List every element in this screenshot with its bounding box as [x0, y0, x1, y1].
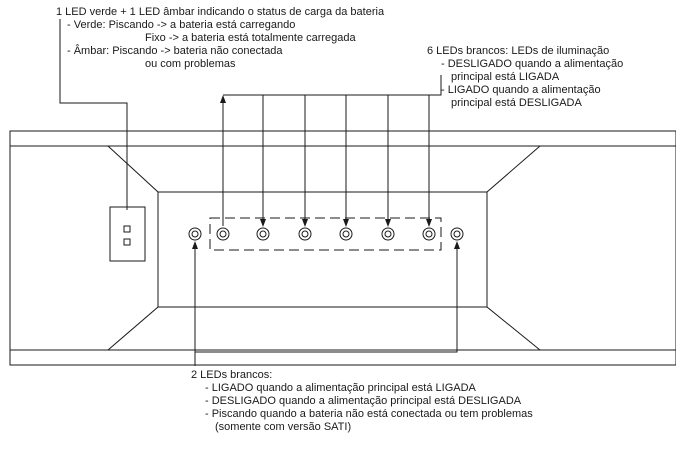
illumination-led-1-outer: [216, 227, 230, 241]
illumination-led-6-inner: [425, 230, 433, 238]
status-note-green-2: Fixo -> a bateria está totalmente carreg…: [145, 32, 356, 44]
led-green: [123, 225, 131, 233]
illumination-led-2-outer: [256, 227, 270, 241]
arrow-down-led-5: [385, 219, 391, 227]
white-leds-note-line2: - DESLIGADO quando a alimentação princip…: [205, 395, 522, 407]
arrow-down-led-6: [426, 219, 432, 227]
illumination-led-1-inner: [219, 230, 227, 238]
status-note-green-1: - Verde: Piscando -> a bateria está carr…: [67, 19, 296, 31]
white-leds-note-line3: - Piscando quando a bateria não está con…: [205, 408, 533, 420]
arrow-down-led-3: [302, 219, 308, 227]
illumination-led-enclosure: [209, 217, 442, 251]
arrow-down-led-4: [343, 219, 349, 227]
illumination-note-line1: - DESLIGADO quando a alimentação: [441, 58, 624, 70]
white-leds-note-line4: (somente com versão SATI): [215, 421, 352, 433]
white-leds-note-line1: - LIGADO quando a alimentação principal …: [205, 382, 476, 394]
illumination-led-3-inner: [301, 230, 309, 238]
arrow-white-led-right: [454, 241, 460, 249]
illumination-led-5-outer: [381, 227, 395, 241]
leader-white-leds: [194, 247, 458, 353]
illumination-led-5-inner: [384, 230, 392, 238]
bevel-left: [107, 145, 159, 351]
white-led-right-inner: [453, 230, 461, 238]
leader-illumination-to-note: [429, 75, 442, 96]
status-note-title: 1 LED verde + 1 LED âmbar indicando o st…: [56, 6, 385, 18]
housing-outer: [9, 130, 676, 366]
illumination-led-2-inner: [259, 230, 267, 238]
status-note-amber-2: ou com problemas: [145, 58, 236, 70]
status-led-box: [109, 206, 146, 262]
illumination-led-4-outer: [339, 227, 353, 241]
white-led-left-outer: [188, 227, 202, 241]
leader-status: [59, 19, 128, 210]
status-note-amber-1: - Âmbar: Piscando -> bateria não conecta…: [67, 45, 283, 57]
led-amber: [123, 238, 131, 246]
illumination-note-title: 6 LEDs brancos: LEDs de iluminação: [427, 45, 610, 57]
white-led-left-inner: [191, 230, 199, 238]
illumination-note-line3: - LIGADO quando a alimentação: [441, 84, 601, 96]
illumination-note-line4: principal está DESLIGADA: [451, 97, 582, 109]
front-panel: [157, 191, 488, 308]
arrow-white-led-left: [192, 241, 198, 249]
arrow-down-led-2: [260, 219, 266, 227]
illumination-led-4-inner: [342, 230, 350, 238]
white-leds-note-title: 2 LEDs brancos:: [191, 369, 273, 381]
bevel-right: [486, 145, 541, 351]
white-led-right-outer: [450, 227, 464, 241]
arrow-up-led-1: [220, 95, 226, 103]
illumination-led-6-outer: [422, 227, 436, 241]
illumination-led-3-outer: [298, 227, 312, 241]
illumination-note-line2: principal está LIGADA: [451, 71, 560, 83]
